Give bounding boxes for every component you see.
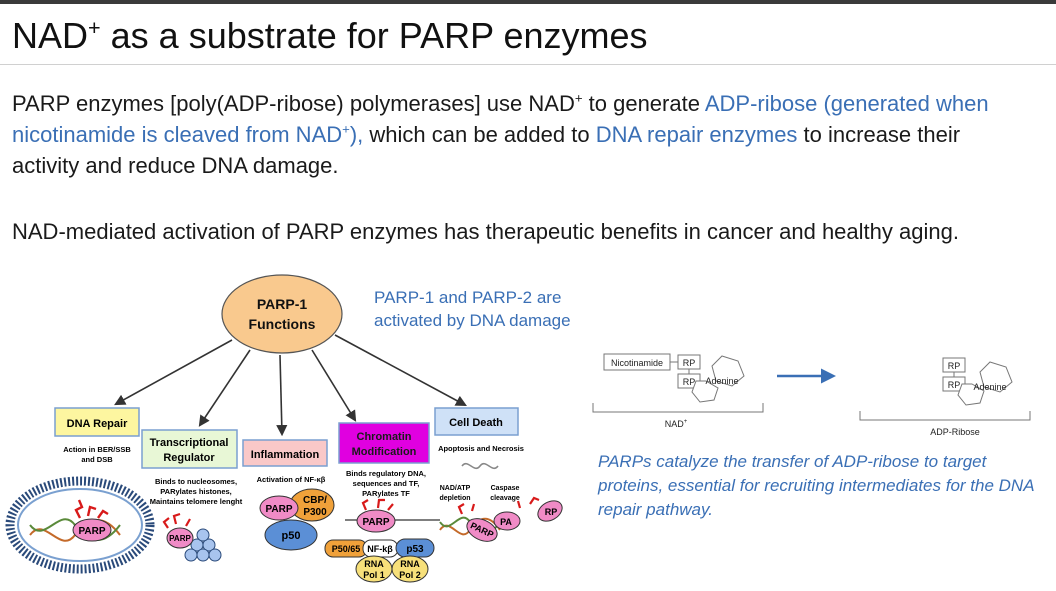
activation-note: PARP-1 and PARP-2 are activated by DNA d… (374, 288, 571, 330)
chromatin-parp-icon (356, 509, 396, 533)
nad-rp-label-2: RP (683, 377, 696, 387)
transcriptional-parp-icon (166, 527, 194, 549)
inflammation-branch: Inflammation Activation of NF-κβ CBP/ P3… (242, 439, 335, 551)
chromatin-rnapol2-line2: Pol 2 (399, 570, 421, 580)
parp-blob-icon (72, 518, 112, 542)
chromatin-desc1: Binds regulatory DNA, (346, 469, 426, 478)
chromatin-parp-label: PARP (362, 517, 389, 528)
transcriptional-desc2: PARylates histones, (160, 487, 232, 496)
chromatin-p53-label: p53 (406, 544, 424, 555)
cell-death-nad-line1: NAD/ATP (440, 485, 471, 492)
inflammation-box (242, 439, 328, 467)
adp-rp-label-2: RP (948, 380, 961, 390)
nad-rp-label-1: RP (683, 358, 696, 368)
adp-ribose-chain-icon (74, 499, 109, 519)
transcriptional-box (141, 429, 238, 469)
chromatin-title2: Modification (352, 446, 417, 458)
transcriptional-parp-label: PARP (169, 534, 191, 543)
dna-repair-desc2: and DSB (81, 455, 113, 464)
adp-ribose-structure: RP RP Adenine ADP-Ribose (859, 357, 1031, 437)
intro-paragraph: PARP enzymes [poly(ADP-ribose) polymeras… (12, 90, 989, 178)
dna-fragment-icon (461, 462, 499, 470)
chromatin-box (338, 422, 430, 464)
cell-death-adp-chain-icon (457, 496, 540, 515)
parp-functions-diagram: PARP-1 Functions DNA Repair Action in BE… (5, 274, 563, 583)
adp-adenine-label: Adenine (973, 382, 1006, 392)
adp-ribose-label: ADP-Ribose (930, 427, 980, 437)
adp-ring-1-icon (979, 361, 1013, 393)
connector-arrows (114, 334, 467, 437)
chromatin-title1: Chromatin (357, 431, 412, 443)
inflammation-p50-label: p50 (282, 530, 301, 542)
slide-title: NAD+ as a substrate for PARP enzymes (12, 15, 648, 56)
cell-death-box (434, 407, 519, 436)
dna-repair-desc1: Action in BER/SSB (63, 445, 131, 454)
nad-structure: Nicotinamide RP RP Adenine NAD+ (592, 353, 764, 429)
parp-caption: PARPs catalyze the transfer of ADP-ribos… (598, 452, 1034, 519)
therapeutic-paragraph: NAD-mediated activation of PARP enzymes … (12, 219, 959, 244)
center-label-line1: PARP-1 (257, 296, 308, 312)
inflammation-cbp-line1: CBP/ (303, 495, 327, 506)
transcriptional-desc3: Maintains telomere lenght (150, 497, 243, 506)
chromatin-p5065-label: P50/65 (332, 544, 361, 554)
cell-death-rp-label: RP (545, 507, 558, 517)
chromatin-desc3: PARylates TF (362, 489, 410, 498)
nad-label: NAD+ (665, 419, 688, 429)
dna-repair-parp-label: PARP (78, 526, 105, 537)
chromatin-adp-chain-icon (361, 498, 394, 511)
cell-death-nad-line2: depletion (439, 495, 470, 502)
chromatin-desc2: sequences and TF, (353, 479, 420, 488)
transcriptional-title2: Regulator (163, 452, 215, 464)
chromatin-rnapol1-line2: Pol 1 (363, 570, 385, 580)
transcriptional-branch: Transcriptional Regulator Binds to nucle… (141, 429, 243, 562)
reaction-diagram: Nicotinamide RP RP Adenine NAD+ RP RP (592, 353, 1031, 437)
dna-repair-branch: DNA Repair Action in BER/SSB and DSB PAR… (5, 407, 155, 574)
nucleosome-cluster-icon (184, 528, 222, 562)
nad-ring-2-icon (691, 380, 719, 403)
cell-death-rp-icon (537, 500, 563, 522)
dna-repair-highlight: DNA repair enzymes (595, 122, 798, 147)
p50-icon (264, 519, 318, 551)
nucleus-ring-icon (5, 476, 155, 574)
cell-death-casp-line1: Caspase (491, 485, 520, 492)
cell-death-parp-icon (466, 518, 498, 542)
cell-death-desc: Apoptosis and Necrosis (438, 444, 524, 453)
top-border (0, 0, 1056, 4)
inflammation-cbp-line2: P300 (303, 507, 327, 518)
chromatin-nfkb-label: NF-kβ (367, 544, 393, 554)
nicotinamide-label: Nicotinamide (611, 358, 663, 368)
cell-death-branch: Cell Death Apoptosis and Necrosis NAD/AT… (434, 407, 563, 542)
cell-death-pa-icon (493, 511, 521, 531)
inflammation-desc: Activation of NF-κβ (257, 475, 326, 484)
dna-repair-title: DNA Repair (67, 418, 128, 430)
cell-death-casp-line2: cleavage (490, 495, 520, 502)
adp-ring-2-icon (957, 383, 985, 406)
cell-death-pa-label: PA (500, 517, 512, 527)
chromatin-rnapol2-line1: RNA (400, 559, 420, 569)
center-label-line2: Functions (249, 316, 316, 332)
nad-adenine-label: Adenine (705, 376, 738, 386)
nad-bracket (592, 403, 764, 413)
title-divider (0, 64, 1056, 65)
rna-pol2-icon (391, 555, 429, 583)
adp-bracket (859, 411, 1031, 421)
chromatin-rnapol1-line1: RNA (364, 559, 384, 569)
transcriptional-adp-chain-icon (162, 512, 191, 529)
inflammation-parp-label: PARP (265, 504, 292, 515)
adp-ribose-highlight: ADP-ribose (generated when nicotinamide … (12, 91, 989, 147)
nad-ring-1-icon (711, 355, 745, 387)
transcriptional-desc1: Binds to nucleosomes, (155, 477, 237, 486)
inflammation-parp-icon (259, 495, 299, 521)
nucleus-inner-icon (17, 488, 143, 562)
dna-repair-box (54, 407, 140, 437)
chromatin-branch: Chromatin Modification Binds regulatory … (324, 422, 440, 583)
transcriptional-title1: Transcriptional (150, 437, 229, 449)
cell-death-title: Cell Death (449, 417, 503, 429)
inflammation-title: Inflammation (251, 449, 320, 461)
adp-rp-label-1: RP (948, 361, 961, 371)
center-ellipse (221, 274, 343, 354)
